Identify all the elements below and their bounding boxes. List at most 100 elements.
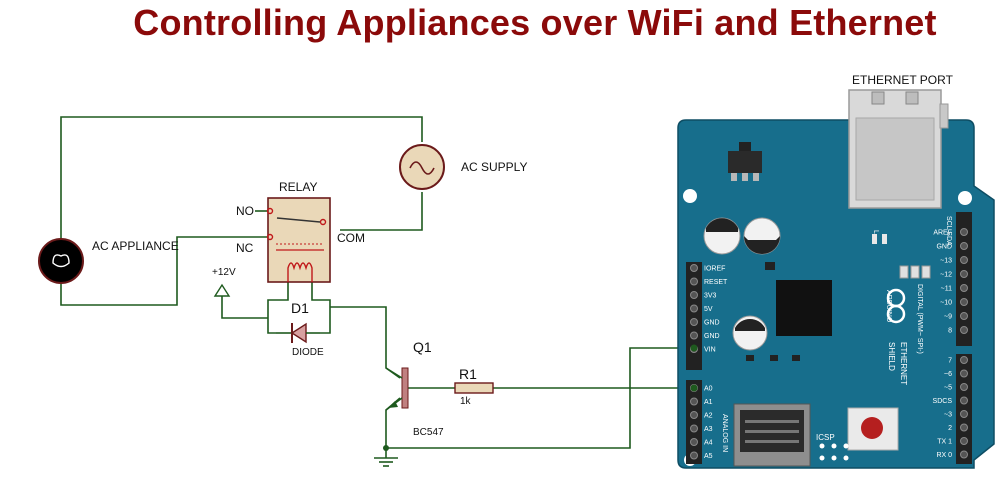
pin-label: IOREF xyxy=(704,266,725,273)
r1-label: R1 xyxy=(459,366,477,382)
wire-collector xyxy=(330,306,401,379)
ethernet-label: ETHERNET xyxy=(899,342,908,385)
arduino-label: ARDUINO xyxy=(885,290,892,323)
bc547-label: BC547 xyxy=(413,427,444,438)
header-pin-hole xyxy=(690,291,698,299)
relay-label: RELAY xyxy=(279,180,317,194)
voltage-regulator xyxy=(728,142,762,181)
pin-label: 2 xyxy=(948,425,952,432)
led xyxy=(899,265,909,279)
pin-label: A2 xyxy=(704,413,713,420)
ac-supply-source xyxy=(399,144,445,190)
header-pin-hole xyxy=(960,312,968,320)
pin-label: ~3 xyxy=(944,412,952,419)
q1-label: Q1 xyxy=(413,339,432,355)
header-pin-hole xyxy=(960,298,968,306)
smd-component xyxy=(792,355,800,361)
pin-label: RX 0 xyxy=(936,452,952,459)
shield-label: SHIELD xyxy=(887,342,896,371)
digital-header-bottom xyxy=(956,354,972,464)
wire-diode-box-right xyxy=(320,320,331,334)
pin-label: ~9 xyxy=(944,314,952,321)
digital-header-top xyxy=(956,212,972,346)
pin-label: ~11 xyxy=(941,286,952,293)
pin-label: GND xyxy=(704,333,720,340)
ac-supply-label: AC SUPPLY xyxy=(461,160,527,174)
wire-appliance-nc xyxy=(60,236,268,306)
wire-diode-box-left xyxy=(267,320,276,334)
digital-label: DIGITAL (PWM~ SPI-) xyxy=(916,284,923,354)
wire-supply-com xyxy=(340,192,423,231)
resistor-r1 xyxy=(454,382,494,394)
header-pin-hole xyxy=(690,424,698,433)
pin-label: AREF xyxy=(933,230,952,237)
analog-in-label: ANALOG IN xyxy=(721,414,728,452)
header-pin-hole xyxy=(960,396,968,405)
capacitor xyxy=(703,217,741,255)
scl-sda-label: SCL SDA xyxy=(945,216,952,246)
mounting-hole xyxy=(683,189,697,203)
relay xyxy=(266,197,331,283)
pin-label: ~13 xyxy=(940,258,952,265)
header-pin-hole xyxy=(690,304,698,313)
diode-label: DIODE xyxy=(292,347,324,358)
ethernet-port xyxy=(848,89,949,209)
page-title: Controlling Appliances over WiFi and Eth… xyxy=(133,2,937,43)
pin-label: 3V3 xyxy=(704,293,717,300)
header-pin-hole xyxy=(960,284,968,292)
transistor-q1 xyxy=(385,367,409,411)
pin-label: TX 1 xyxy=(937,439,952,446)
header-pin-hole xyxy=(690,264,698,272)
header-pin-hole xyxy=(690,397,698,406)
pin-label: A3 xyxy=(704,426,713,433)
header-pin-hole xyxy=(960,228,968,236)
header-pin-hole xyxy=(960,450,968,459)
r1-value-label: 1k xyxy=(460,396,472,407)
smd-component xyxy=(770,355,778,361)
pin-label: SDCS xyxy=(933,398,953,405)
header-pin-hole xyxy=(960,383,968,391)
reset-button xyxy=(847,407,899,451)
smd-component xyxy=(746,355,754,361)
pin-label: ~5 xyxy=(944,385,952,392)
relay-com-label: COM xyxy=(337,231,365,245)
smd-component xyxy=(882,234,887,244)
header-pin-hole xyxy=(690,411,698,419)
pin-label: ~12 xyxy=(940,272,952,279)
led xyxy=(921,265,931,279)
capacitor xyxy=(732,315,768,351)
wire-appliance-top xyxy=(60,116,423,240)
d1-label: D1 xyxy=(291,300,309,316)
junction-ground xyxy=(383,445,389,451)
pin-label: A0 xyxy=(704,386,713,393)
analog-header xyxy=(686,380,702,464)
header-pin-hole xyxy=(690,438,698,446)
header-pin-hole xyxy=(960,356,968,364)
pin-label: RESET xyxy=(704,279,728,286)
plus-12v-label: +12V xyxy=(212,267,236,278)
icsp-header xyxy=(819,443,849,461)
mounting-hole xyxy=(958,191,972,205)
pin-label: ~10 xyxy=(940,300,952,307)
wire-coil-left xyxy=(267,282,289,320)
junction-a0 xyxy=(690,384,698,392)
header-pin-hole xyxy=(690,331,698,340)
header-pin-hole xyxy=(960,270,968,278)
wire-coil-right xyxy=(311,282,331,320)
ethernet-controller-chip xyxy=(776,280,832,336)
ethernet-port-label: ETHERNET PORT xyxy=(852,73,954,87)
led xyxy=(910,265,920,279)
relay-no-label: NO xyxy=(236,204,254,218)
icsp-label: ICSP xyxy=(816,433,835,442)
header-pin-hole xyxy=(960,326,968,334)
diode-d1 xyxy=(276,322,320,344)
header-pin-hole xyxy=(960,437,968,445)
pin-label: 8 xyxy=(948,328,952,335)
header-pin-hole xyxy=(690,451,698,460)
pin-label: GND xyxy=(704,320,720,327)
relay-nc-label: NC xyxy=(236,241,254,255)
wire-12v xyxy=(221,288,268,319)
pin-label: VIN xyxy=(704,347,716,354)
pin-label: GND xyxy=(936,244,952,251)
